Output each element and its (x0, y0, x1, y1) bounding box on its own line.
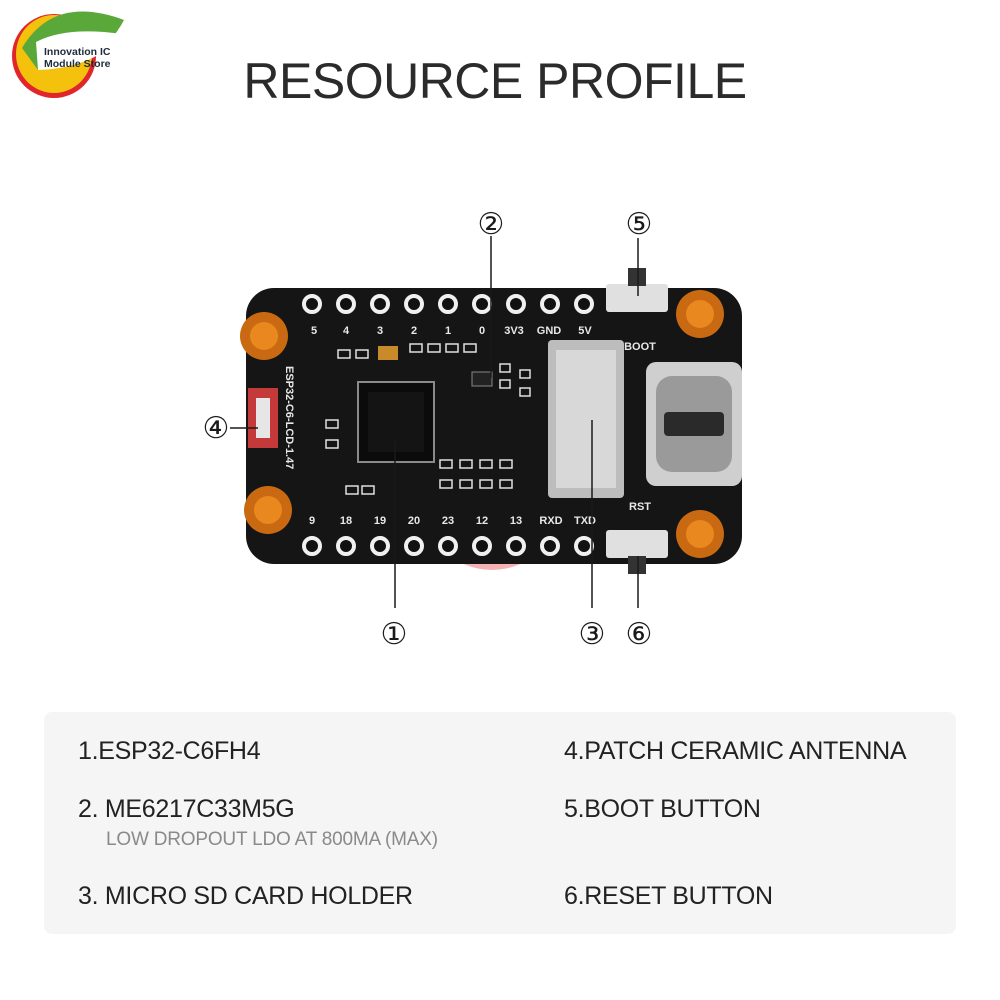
usb-c-tongue (664, 412, 724, 436)
feature-4: 4.PATCH CERAMIC ANTENNA (564, 737, 907, 765)
pin-label-bottom: 20 (408, 515, 420, 527)
pin-label-bottom: RXD (539, 515, 562, 527)
feature-3: 3. MICRO SD CARD HOLDER (78, 882, 413, 910)
logo-line-2: Module Store (44, 58, 111, 70)
callout-1: ① (381, 617, 408, 652)
pin-label-top: 5V (578, 325, 592, 337)
pin-label-bottom: 23 (442, 515, 454, 527)
feature-list-panel (44, 712, 956, 934)
feature-6: 6.RESET BUTTON (564, 882, 773, 910)
store-logo: Innovation IC Module Store (8, 4, 126, 102)
rst-silk-label: RST (629, 501, 651, 513)
pin-label-top: 0 (479, 325, 485, 337)
page-title: RESOURCE PROFILE (243, 53, 747, 109)
logo-line-1: Innovation IC (44, 46, 111, 58)
pin-label-top: 1 (445, 325, 451, 337)
pin-label-top: 5 (311, 325, 317, 337)
pin-label-top: 3V3 (504, 325, 524, 337)
crystal (378, 346, 398, 360)
antenna-pad (256, 398, 270, 438)
top-pin-holes (302, 294, 594, 314)
pin-label-top: GND (537, 325, 562, 337)
callout-4: ④ (203, 411, 230, 446)
reset-button-actuator (628, 556, 646, 574)
callout-3: ③ (579, 617, 606, 652)
esp32-board-illustration: 5 4 3 2 1 0 3V3 GND 5V 9 18 19 20 23 12 … (203, 207, 742, 652)
feature-2: 2. ME6217C33M5G (78, 795, 295, 823)
boot-button (606, 284, 668, 312)
boot-silk-label: BOOT (624, 341, 656, 353)
mounting-holes (240, 290, 724, 558)
sd-card-holder-shell (556, 350, 616, 488)
pin-label-bottom: 12 (476, 515, 488, 527)
ldo-regulator (471, 371, 493, 387)
bottom-pin-holes (302, 536, 594, 556)
pin-label-top: 3 (377, 325, 383, 337)
smd-components (325, 343, 531, 495)
pin-label-bottom: 13 (510, 515, 522, 527)
callout-lines (230, 236, 639, 608)
pin-label-top: 4 (343, 325, 350, 337)
boot-button-actuator (628, 268, 646, 286)
feature-2-subtitle: LOW DROPOUT LDO AT 800MA (MAX) (106, 829, 438, 850)
logo-leaf-icon (12, 11, 124, 98)
callout-6: ⑥ (626, 617, 653, 652)
pin-label-bottom: TXD (574, 515, 596, 527)
chip-die (368, 392, 424, 452)
reset-button (606, 530, 668, 558)
pin-label-bottom: 19 (374, 515, 386, 527)
callout-5: ⑤ (626, 207, 653, 242)
feature-1: 1.ESP32-C6FH4 (78, 737, 261, 765)
pin-label-bottom: 9 (309, 515, 315, 527)
logo-text: Innovation IC Module Store (44, 46, 111, 70)
feature-5: 5.BOOT BUTTON (564, 795, 761, 823)
pin-label-top: 2 (411, 325, 417, 337)
board-silkscreen: ESP32-C6-LCD-1.47 (283, 366, 295, 469)
callout-2: ② (478, 207, 505, 242)
pin-label-bottom: 18 (340, 515, 352, 527)
